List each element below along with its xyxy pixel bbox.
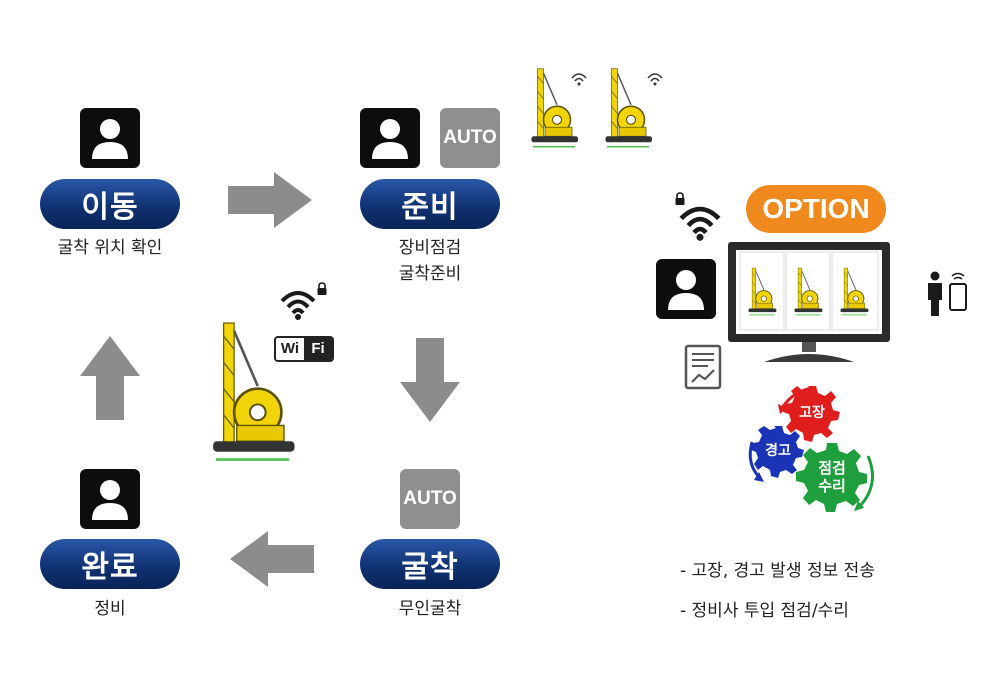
gear-icon (796, 443, 867, 512)
step-prepare-desc-1: 장비점검 (398, 238, 462, 258)
step-prepare-pill: 준비 (360, 179, 500, 229)
wifi-badge: Wi Fi (274, 336, 334, 362)
arrow-left-icon (230, 531, 314, 587)
step-complete-pill: 완료 (40, 539, 180, 589)
step-prepare-desc-2: 굴착준비 (398, 264, 462, 284)
person-icon-move (80, 108, 140, 168)
drill-rig-icon (211, 321, 297, 463)
drill-rig-icon (530, 67, 587, 149)
option-badge: OPTION (746, 185, 886, 233)
gear-icon (751, 426, 804, 478)
gear-icon (783, 386, 840, 442)
person-icon-option (656, 259, 716, 319)
step-excavate-desc: 무인굴착 (398, 599, 462, 619)
arrow-right-icon (228, 172, 312, 228)
person-icon-complete (80, 469, 140, 529)
drill-rig-icon (604, 67, 663, 149)
note-transmit: - 고장, 경고 발생 정보 전송 (680, 561, 875, 581)
gear-inspect-label-1: 점검 (818, 459, 846, 477)
step-move-pill: 이동 (40, 179, 180, 229)
gear-fault-label: 고장 (799, 404, 825, 421)
report-icon (684, 344, 722, 390)
gear-cluster: 고장 경고 점검 수리 (748, 386, 874, 512)
wifi-lock-icon (276, 282, 328, 326)
wifi-badge-wi: Wi (276, 338, 304, 360)
monitor-icon (728, 242, 890, 362)
gear-inspect-label-2: 수리 (818, 477, 846, 495)
person-phone-icon (928, 271, 967, 316)
auto-badge-prepare: AUTO (440, 108, 500, 168)
step-complete-desc: 정비 (94, 599, 126, 619)
step-excavate-pill: 굴착 (360, 539, 500, 589)
note-repair: - 정비사 투입 점검/수리 (680, 601, 849, 621)
wifi-lock-icon (674, 192, 730, 244)
wifi-badge-fi: Fi (304, 338, 332, 360)
auto-badge-excavate: AUTO (400, 469, 460, 529)
arrow-up-icon (80, 336, 140, 420)
step-move-desc: 굴착 위치 확인 (57, 238, 163, 258)
person-icon-prepare (360, 108, 420, 168)
gear-warning-label: 경고 (765, 442, 791, 459)
arrow-down-icon (400, 338, 460, 422)
